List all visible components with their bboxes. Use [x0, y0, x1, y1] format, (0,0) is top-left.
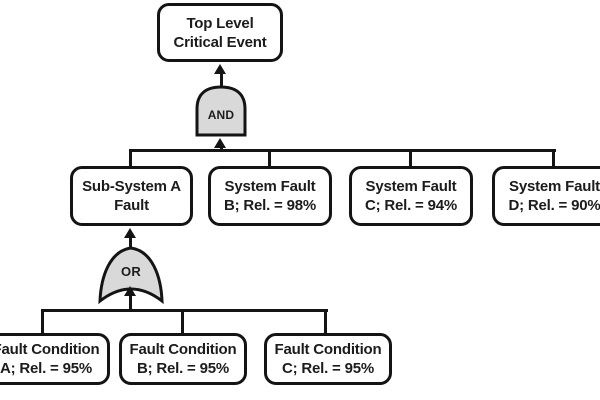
arrow-connector-to-or-line — [129, 295, 132, 311]
fault-condition-b-line2: B; Rel. = 95% — [136, 360, 230, 377]
and-gate-shape — [195, 85, 247, 137]
system-fault-b-box: System Fault B; Rel. = 98% — [208, 166, 332, 226]
arrow-and-to-top-event-head — [214, 64, 226, 74]
fault-condition-a-box: Fault Condition A; Rel. = 95% — [0, 333, 110, 385]
level2-drop-fault-d — [552, 149, 555, 167]
level3-drop-condition-c — [324, 309, 327, 334]
fault-condition-c-box: Fault Condition C; Rel. = 95% — [264, 333, 392, 385]
system-fault-d-line2: D; Rel. = 90% — [508, 197, 600, 214]
level2-drop-subsystem-a — [129, 149, 132, 167]
system-fault-c-box: System Fault C; Rel. = 94% — [349, 166, 473, 226]
level3-drop-condition-a — [41, 309, 44, 334]
level3-connector-horizontal — [41, 309, 328, 312]
system-fault-c-line1: System Fault — [365, 178, 457, 195]
system-fault-b-line1: System Fault — [224, 178, 316, 195]
top-event-line2: Critical Event — [173, 33, 267, 51]
level3-drop-condition-b — [181, 309, 184, 334]
level2-drop-fault-c — [409, 149, 412, 167]
level2-connector-horizontal — [129, 149, 556, 152]
and-gate-label: AND — [207, 107, 235, 122]
fault-condition-c-line2: C; Rel. = 95% — [281, 360, 375, 377]
arrow-or-to-subsystem-a-line — [129, 237, 132, 247]
top-event-box: Top Level Critical Event — [157, 3, 283, 62]
level2-drop-fault-b — [268, 149, 271, 167]
subsystem-a-line2: Fault — [114, 197, 149, 214]
top-event-line1: Top Level — [186, 14, 254, 32]
arrow-connector-to-and-head — [214, 138, 226, 148]
subsystem-a-line1: Sub-System A — [82, 178, 181, 195]
system-fault-b-line2: B; Rel. = 98% — [223, 197, 317, 214]
fault-condition-b-box: Fault Condition B; Rel. = 95% — [119, 333, 247, 385]
arrow-or-to-subsystem-a-head — [124, 228, 136, 238]
fault-condition-b-line1: Fault Condition — [129, 341, 237, 358]
arrow-and-to-top-event-line — [220, 73, 223, 86]
fault-condition-a-line2: A; Rel. = 95% — [0, 360, 93, 377]
subsystem-a-fault-box: Sub-System A Fault — [70, 166, 193, 226]
fault-condition-c-line1: Fault Condition — [274, 341, 382, 358]
arrow-connector-to-or-head — [124, 286, 136, 296]
system-fault-d-box: System Fault D; Rel. = 90% — [492, 166, 600, 226]
fault-condition-a-line1: Fault Condition — [0, 341, 100, 358]
or-gate-label: OR — [121, 263, 141, 279]
system-fault-d-line1: System Fault — [509, 178, 600, 195]
system-fault-c-line2: C; Rel. = 94% — [364, 197, 458, 214]
